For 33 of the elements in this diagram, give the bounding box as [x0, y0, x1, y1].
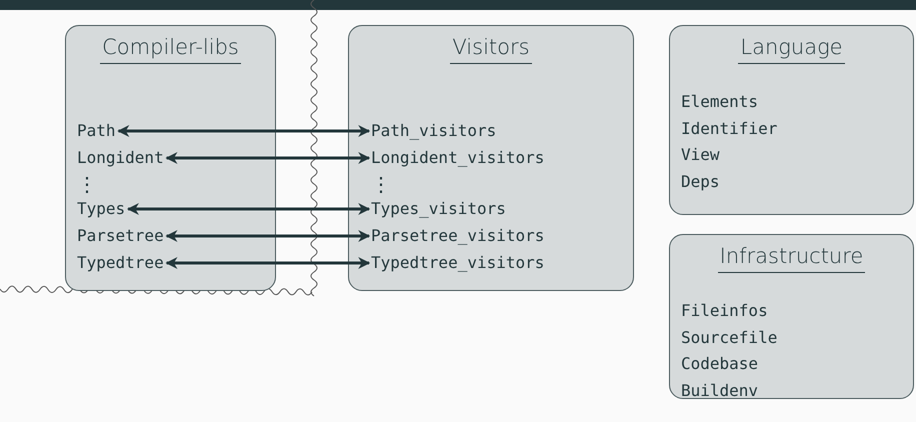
- module-name: Elements: [681, 92, 758, 112]
- module-name: Types_visitors: [371, 199, 506, 219]
- module-name: View: [681, 145, 720, 165]
- module-name: Sourcefile: [681, 328, 778, 348]
- module-name: Path: [77, 121, 116, 141]
- panel-heading: Visitors: [450, 34, 532, 64]
- module-name: Fileinfos: [681, 301, 768, 321]
- panel-heading: Language: [738, 34, 845, 64]
- ellipsis-mark: ⋮: [371, 174, 391, 194]
- double-arrow: [117, 125, 370, 137]
- double-arrow: [166, 257, 370, 269]
- module-name: Types: [77, 199, 126, 219]
- module-name: Parsetree_visitors: [371, 226, 544, 246]
- module-name: Codebase: [681, 354, 758, 374]
- panel-heading: Compiler-libs: [100, 34, 241, 64]
- panel-heading: Infrastructure: [718, 243, 866, 273]
- module-name: Longident: [77, 148, 164, 168]
- module-name: Buildenv: [681, 380, 758, 400]
- module-panel: [669, 25, 914, 215]
- module-name: Identifier: [681, 118, 778, 138]
- module-name: Typedtree: [77, 253, 164, 273]
- module-panel: [348, 25, 634, 291]
- module-name: Deps: [681, 172, 720, 192]
- module-panel: [65, 25, 276, 291]
- module-name: Typedtree_visitors: [371, 253, 544, 273]
- double-arrow: [126, 203, 370, 215]
- double-arrow: [166, 230, 370, 242]
- module-name: Path_visitors: [371, 121, 496, 141]
- module-name: Parsetree: [77, 226, 164, 246]
- module-name: Longident_visitors: [371, 148, 544, 168]
- double-arrow: [166, 152, 370, 164]
- ellipsis-mark: ⋮: [77, 174, 97, 194]
- module-panel: [669, 234, 914, 399]
